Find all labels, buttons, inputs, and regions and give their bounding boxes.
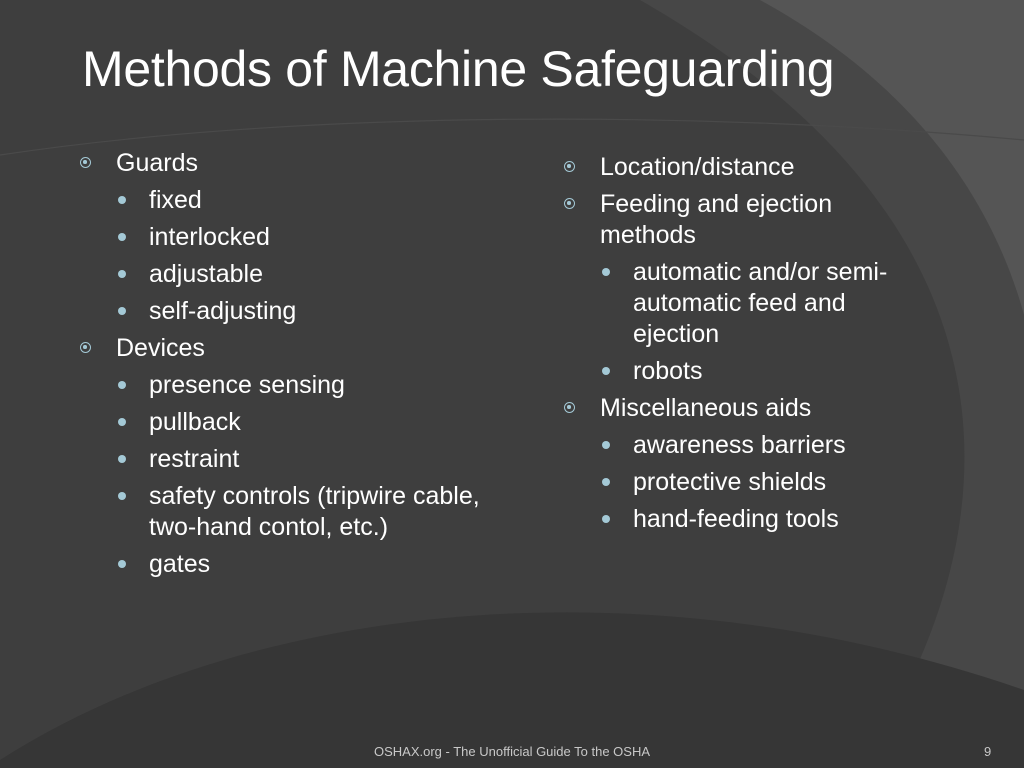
item-label: Guards (116, 149, 198, 177)
item-label: Devices (116, 334, 205, 362)
sub-item: robots (600, 356, 960, 387)
dot-bullet-icon (118, 560, 126, 568)
right-column: Location/distance Feeding and ejection m… (560, 152, 960, 541)
item-label: Location/distance (600, 153, 795, 181)
circle-bullet-icon (564, 161, 575, 172)
dot-bullet-icon (602, 441, 610, 449)
sub-item-label: adjustable (149, 260, 263, 288)
circle-bullet-icon (80, 342, 91, 353)
page-number: 9 (984, 744, 992, 759)
sub-item: safety controls (tripwire cable, two-han… (116, 481, 529, 543)
dot-bullet-icon (602, 367, 610, 375)
dot-bullet-icon (602, 478, 610, 486)
dot-bullet-icon (602, 268, 610, 276)
dot-bullet-icon (602, 515, 610, 523)
list-item-devices: Devices (76, 333, 546, 364)
list-item-guards: Guards (76, 148, 546, 179)
sub-item-label: awareness barriers (633, 431, 846, 459)
sub-item-label: presence sensing (149, 371, 345, 399)
sub-item: awareness barriers (600, 430, 960, 461)
dot-bullet-icon (118, 455, 126, 463)
slide-title: Methods of Machine Safeguarding (82, 41, 835, 97)
sub-item: self-adjusting (116, 296, 546, 327)
dot-bullet-icon (118, 270, 126, 278)
sub-item-label: pullback (149, 408, 241, 436)
sub-item-label: self-adjusting (149, 297, 297, 325)
sub-item-label: gates (149, 550, 211, 578)
item-label: Miscellaneous aids (600, 394, 812, 422)
sub-item-label: restraint (149, 445, 240, 473)
left-column: Guards fixed interlocked adjustable self… (76, 148, 546, 586)
sub-item: interlocked (116, 222, 546, 253)
sub-item-label: interlocked (149, 223, 270, 251)
sub-item: protective shields (600, 467, 960, 498)
sub-item: restraint (116, 444, 546, 475)
dot-bullet-icon (118, 418, 126, 426)
circle-bullet-icon (564, 402, 575, 413)
dot-bullet-icon (118, 196, 126, 204)
sub-item-label: fixed (149, 186, 202, 214)
sub-item: presence sensing (116, 370, 546, 401)
sub-item: hand-feeding tools (600, 504, 960, 535)
circle-bullet-icon (564, 198, 575, 209)
sub-item-label: automatic and/or semi-automatic feed and… (633, 258, 888, 348)
sub-item-label: robots (633, 357, 703, 385)
sub-item: adjustable (116, 259, 546, 290)
sub-item: gates (116, 549, 546, 580)
sub-item: pullback (116, 407, 546, 438)
dot-bullet-icon (118, 233, 126, 241)
sub-item-label: safety controls (tripwire cable, two-han… (149, 482, 480, 541)
sub-item-label: protective shields (633, 468, 827, 496)
sub-item: automatic and/or semi-automatic feed and… (600, 257, 923, 350)
sub-item-label: hand-feeding tools (633, 505, 839, 533)
item-label: Feeding and ejection methods (600, 190, 833, 249)
dot-bullet-icon (118, 307, 126, 315)
dot-bullet-icon (118, 381, 126, 389)
list-item-location: Location/distance (560, 152, 960, 183)
circle-bullet-icon (80, 157, 91, 168)
dot-bullet-icon (118, 492, 126, 500)
footer-text: OSHAX.org - The Unofficial Guide To the … (373, 744, 651, 759)
list-item-feeding: Feeding and ejection methods (560, 189, 870, 251)
sub-item: fixed (116, 185, 546, 216)
list-item-misc: Miscellaneous aids (560, 393, 960, 424)
